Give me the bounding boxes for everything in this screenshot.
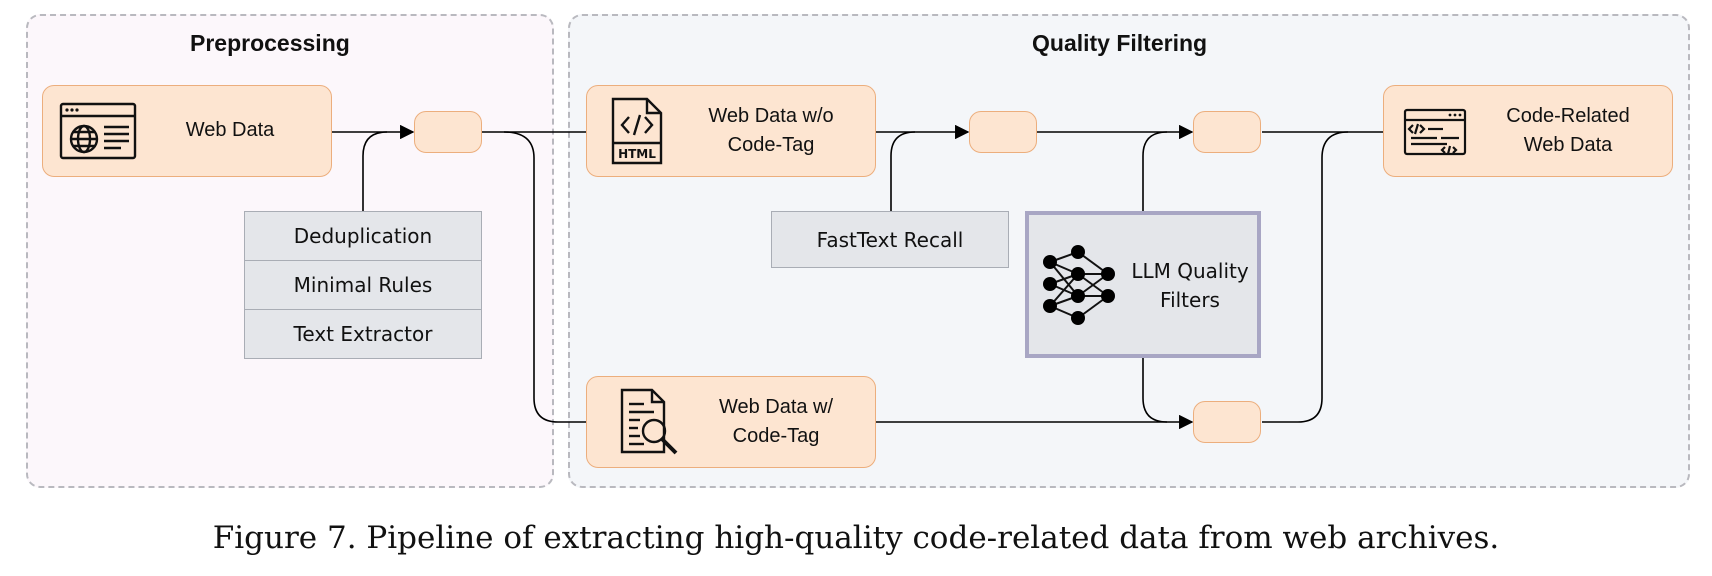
- web-browser-globe-icon: [59, 102, 137, 160]
- code-related-web-data-node: [1383, 85, 1673, 177]
- html-file-icon: HTML: [611, 97, 663, 165]
- text-extractor-step: Text Extractor: [244, 309, 482, 359]
- code-related-web-data-label: Code-Related Web Data: [1506, 105, 1630, 156]
- minimal-rules-step: Minimal Rules: [244, 260, 482, 310]
- merge-node-fasttext: [969, 111, 1037, 153]
- wire-merge4-to-output: [1262, 131, 1349, 423]
- document-search-icon: [620, 388, 678, 455]
- neural-network-icon: [1043, 245, 1115, 325]
- llm-quality-filters-label: LLM Quality Filters: [1131, 259, 1249, 312]
- wire-llm-to-merge3: [1142, 131, 1168, 211]
- llm-quality-filters-box: [1025, 211, 1261, 358]
- wire-llm-to-merge4: [1142, 358, 1168, 423]
- web-data-label: Web Data: [185, 119, 275, 141]
- merge-node-preprocessing: [414, 111, 482, 153]
- preprocessing-title: Preprocessing: [190, 30, 350, 56]
- deduplication-step: Deduplication: [244, 211, 482, 261]
- web-data-with-code-tag-label: Web Data w/ Code-Tag: [718, 396, 834, 447]
- figure-caption: Figure 7. Pipeline of extracting high-qu…: [212, 520, 1500, 556]
- wire-preprocessing-to-merge1: [362, 131, 388, 211]
- html-badge-text: HTML: [618, 147, 656, 161]
- wire-fasttext-to-merge2: [890, 131, 916, 211]
- quality-filtering-title: Quality Filtering: [1032, 30, 1208, 56]
- wire-merge1-to-w-tag: [503, 131, 586, 423]
- merge-node-llm-bottom: [1193, 401, 1261, 443]
- web-data-without-code-tag-label: Web Data w/o Code-Tag: [708, 105, 834, 156]
- code-window-icon: [1403, 108, 1467, 156]
- fasttext-recall-step: FastText Recall: [771, 211, 1009, 268]
- merge-node-llm-top: [1193, 111, 1261, 153]
